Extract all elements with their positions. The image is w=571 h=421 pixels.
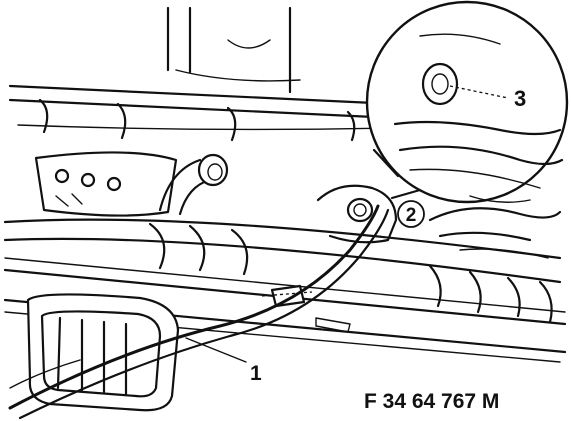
detail-magnifier (365, 0, 569, 204)
cable (8, 204, 390, 420)
grommet (26, 293, 180, 412)
pipe-stub (158, 153, 229, 216)
rear-panel-detail (428, 207, 562, 259)
connector (316, 184, 398, 244)
callout-circle (397, 200, 425, 228)
figure-code: F 34 64 767 M (364, 390, 499, 413)
upper-bracket (166, 6, 301, 94)
upper-rail (8, 84, 397, 142)
mounting-plate (34, 151, 178, 217)
callout-label-3: 3 (514, 86, 526, 111)
leader-lines (185, 85, 509, 363)
callout-label-2: 2 (406, 205, 417, 226)
callout-label-1: 1 (250, 362, 262, 385)
callout-2: 2 (397, 200, 425, 228)
cable-clip (261, 284, 351, 333)
